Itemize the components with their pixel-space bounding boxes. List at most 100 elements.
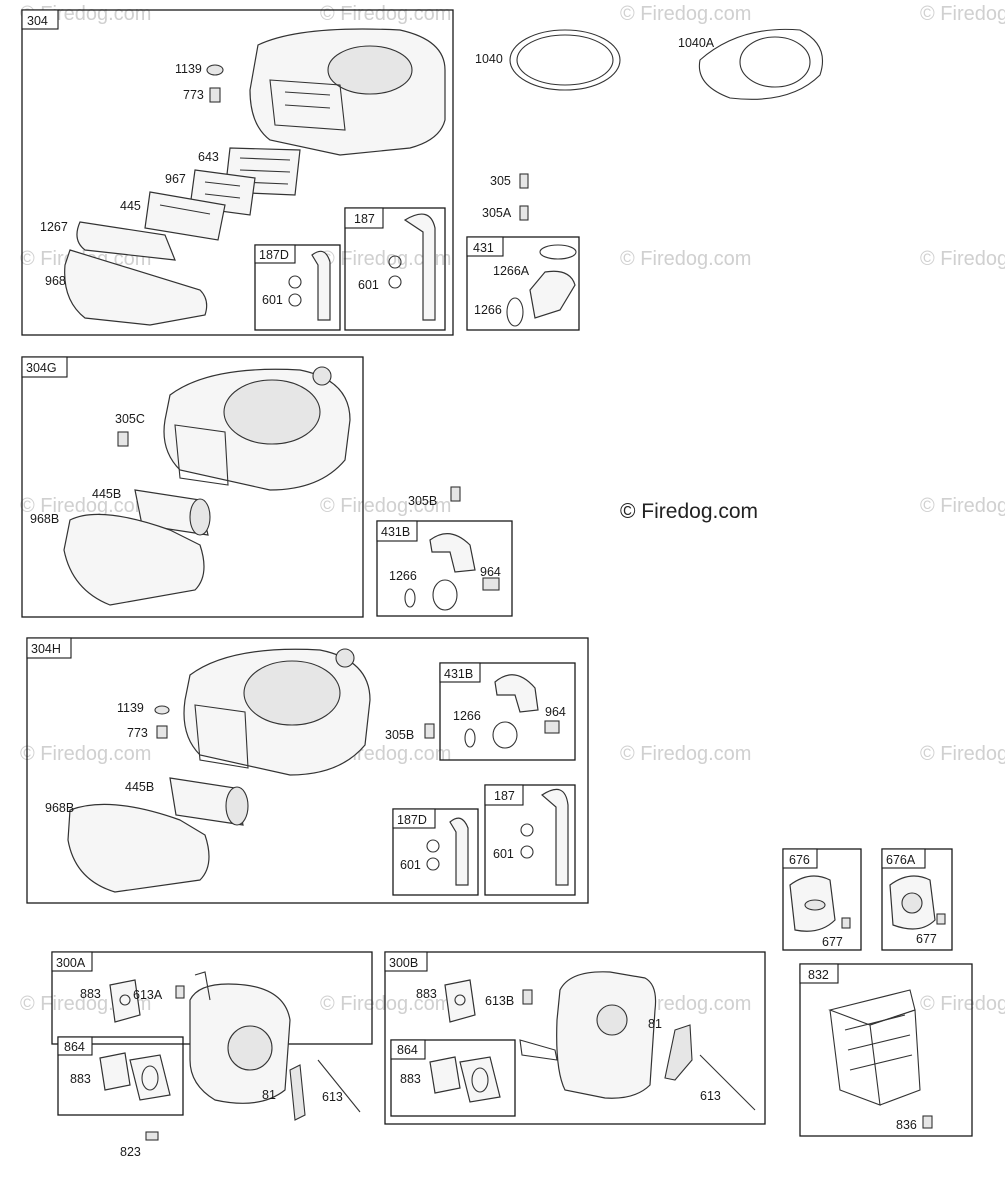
part-label: 643	[198, 150, 219, 164]
part-601-clamp	[388, 255, 402, 269]
group-tag-box	[376, 520, 418, 542]
group-304H: 304H 1139 773 305B 445B 968B	[26, 637, 589, 904]
part-label: 81	[262, 1088, 276, 1102]
group-tag-box	[881, 848, 926, 869]
group-box	[21, 9, 454, 336]
group-tag-box	[390, 1039, 426, 1060]
part-964-sleeve	[482, 577, 500, 591]
part-label: 1139	[117, 701, 144, 715]
group-187D: 187D 601	[392, 808, 479, 896]
watermark: © Firedog.com	[320, 248, 451, 270]
part-883-gasket	[429, 1056, 461, 1094]
part-label: 613B	[485, 994, 514, 1008]
group-box	[254, 244, 341, 331]
part-label: 836	[896, 1118, 917, 1132]
part-label: 1266	[474, 303, 502, 317]
blower-housing-part	[249, 28, 446, 156]
group-tag: 431B	[444, 667, 473, 681]
group-box	[57, 1036, 184, 1116]
group-864: 864 883	[57, 1036, 184, 1116]
flange	[432, 579, 458, 611]
part-305B-bolt	[450, 486, 461, 502]
part-613-bolt	[699, 1054, 756, 1111]
part-445B-filter	[134, 489, 209, 536]
filter-end	[189, 498, 211, 536]
gasket-hole	[119, 994, 131, 1006]
watermark: © Firedog.com	[320, 495, 451, 517]
watermark: © Firedog.com	[20, 743, 151, 765]
group-tag-box	[254, 244, 296, 264]
part-label: 613	[322, 1090, 343, 1104]
part-968B-cover	[63, 513, 205, 606]
part-1266A-oring	[539, 244, 577, 260]
group-box	[484, 784, 576, 896]
part-label: 773	[127, 726, 148, 740]
group-tag-box	[799, 963, 839, 984]
group-tag-box	[21, 356, 68, 378]
housing-slats	[284, 91, 331, 109]
part-305A-bolt	[519, 205, 529, 221]
gasket-hole	[454, 994, 466, 1006]
part-label: 1040A	[678, 36, 715, 50]
group-431B: 431B 1266 964	[439, 662, 576, 761]
part-1040A-inner	[739, 36, 811, 88]
part-label: 1267	[40, 220, 68, 234]
group-tag: 832	[808, 968, 829, 982]
group-tag: 676A	[886, 853, 916, 867]
part-label: 883	[70, 1072, 91, 1086]
part-968B-cover	[67, 803, 210, 893]
part-305-bolt	[519, 173, 529, 189]
group-tag-box	[51, 951, 93, 972]
group-tag: 304	[27, 14, 48, 28]
part-label: 1139	[175, 62, 202, 76]
group-box	[466, 236, 580, 331]
part-773-screw	[209, 87, 221, 103]
group-tag-box	[484, 784, 524, 806]
group-tag-box	[782, 848, 818, 869]
group-tag-box	[57, 1036, 93, 1056]
part-label: 968B	[30, 512, 59, 526]
muffler-outlet	[596, 1004, 628, 1036]
part-832-guard-side	[829, 1009, 881, 1106]
group-box	[384, 951, 766, 1125]
part-1267-precleaner	[76, 221, 176, 261]
group-300B: 300B 883 613B 81 613	[384, 951, 766, 1125]
part-832-guard-front	[869, 1009, 921, 1106]
part-label: 305B	[408, 494, 437, 508]
part-label: 968B	[45, 801, 74, 815]
group-box	[21, 356, 364, 618]
housing-window	[174, 424, 229, 486]
flange-port	[141, 1065, 159, 1091]
part-label: 305A	[482, 206, 512, 220]
group-832: 832 836	[799, 963, 973, 1137]
part-label: 773	[183, 88, 204, 102]
group-tag: 187D	[397, 813, 427, 827]
part-label: 883	[80, 987, 101, 1001]
part-label: 1266A	[493, 264, 530, 278]
fan-opening	[327, 45, 413, 95]
watermark: © Firedog.com	[920, 3, 1005, 25]
watermark: © Firedog.com	[620, 743, 751, 765]
housing-window	[194, 704, 249, 769]
part-label: 964	[480, 565, 501, 579]
part-613-bolt	[317, 1059, 361, 1113]
part-864-flange	[459, 1056, 501, 1103]
part-601-clamp	[388, 275, 402, 289]
part-431B-elbow	[429, 533, 476, 573]
part-label: 305B	[385, 728, 414, 742]
part-832-guard-top	[828, 989, 916, 1026]
group-tag-box	[344, 207, 384, 229]
watermark: © Firedog.com	[320, 993, 451, 1015]
watermark: © Firedog.com	[20, 495, 151, 517]
group-300A: 300A 883 613A 81 613	[51, 951, 373, 1121]
group-box	[439, 662, 576, 761]
group-tag: 431B	[381, 525, 410, 539]
part-883-gasket	[109, 979, 141, 1023]
watermark: © Firedog.com	[920, 993, 1005, 1015]
part-601-clamp	[426, 857, 440, 871]
part-label: 883	[400, 1072, 421, 1086]
group-tag: 300B	[389, 956, 418, 970]
part-773-screw	[156, 725, 168, 739]
group-box	[390, 1039, 516, 1117]
